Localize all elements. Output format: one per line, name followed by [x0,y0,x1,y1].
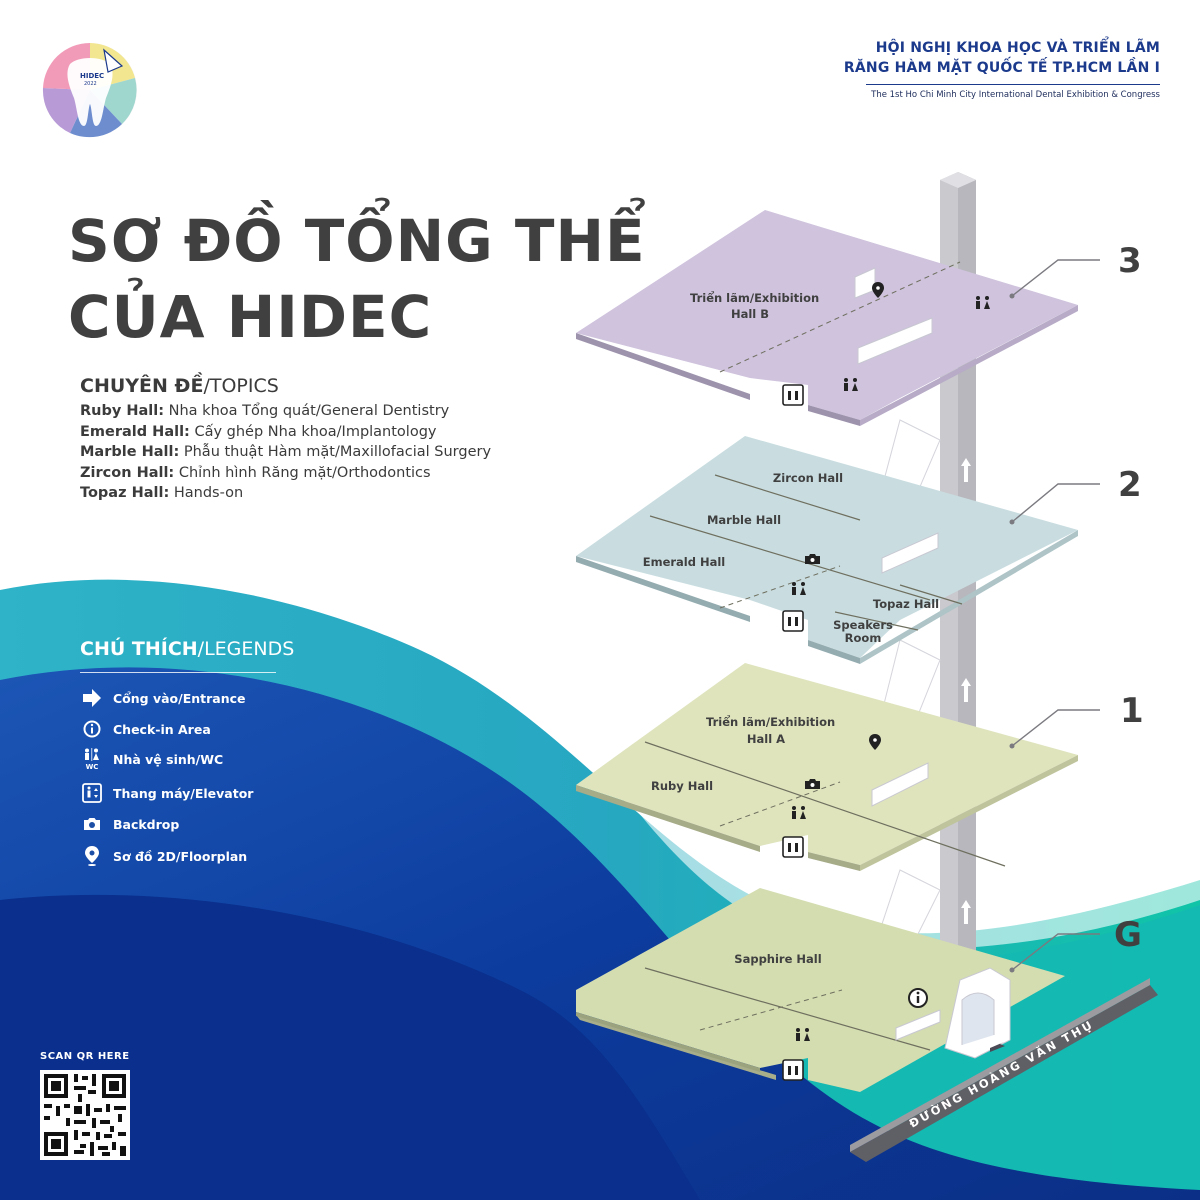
leader-dots [1009,293,1015,973]
floor-3 [576,210,1078,426]
map-pin-icon [869,282,884,750]
elevator-arrows [961,458,971,924]
topic-item: Emerald Hall: Cấy ghép Nha khoa/Implanto… [80,424,437,440]
floor-2 [576,436,1078,664]
qr-code[interactable] [40,1070,130,1160]
legend-label: Check-in Area [113,721,211,737]
legend-label: Nhà vệ sinh/WC [113,751,224,767]
legend-label: Cổng vào/Entrance [113,690,246,706]
hall-label-exhibition-a-line1: Triển lãm/Exhibition [706,715,836,729]
entrance-gate [895,967,1011,1059]
legend-label: Backdrop [113,816,180,832]
page-title-line-2: CỦA HIDEC [68,283,433,351]
page-title-line-1: SƠ ĐỒ TỔNG THỂ [68,207,646,275]
elevator-icon-detail [788,391,798,1075]
info-icon [82,719,102,739]
legend-floorplan: Sơ đồ 2D/Floorplan [82,846,247,866]
hall-label-speakers-line1: Speakers [833,618,893,632]
topic-item: Zircon Hall: Chỉnh hình Răng mặt/Orthodo… [80,465,431,481]
hall-label-speakers-line2: Room [844,631,882,645]
hall-label-sapphire: Sapphire Hall [734,952,822,966]
legends-heading: CHÚ THÍCH/LEGENDS [80,638,294,660]
legend-checkin: Check-in Area [82,719,211,739]
floor-g [576,888,1065,1092]
topic-desc: Phẫu thuật Hàm mặt/Maxillofacial Surgery [183,444,492,460]
level-2-label: 2 [1118,465,1142,505]
topic-hall: Zircon Hall: [80,465,175,481]
logo-text: HIDEC [80,72,105,80]
legends-heading-bold: CHÚ THÍCH [80,638,198,660]
elevator-icon [82,783,102,803]
hall-label-topaz: Topaz Hall [872,597,940,611]
hall-label-zircon: Zircon Hall [772,471,844,485]
legends-heading-rest: /LEGENDS [197,638,295,660]
level-1-label: 1 [1120,691,1144,731]
topic-item: Topaz Hall: Hands-on [80,485,243,501]
legend-label: Thang máy/Elevator [113,785,254,801]
legend-backdrop: Backdrop [82,814,179,834]
topic-item: Marble Hall: Phẫu thuật Hàm mặt/Maxillof… [80,444,491,460]
header-subtitle: The 1st Ho Chi Minh City International D… [871,90,1160,100]
topics-heading: CHUYÊN ĐỀ/TOPICS [80,375,279,397]
road [850,978,1158,1162]
wc-icon-text: WC [86,763,99,770]
legend-entrance: Cổng vào/Entrance [82,688,246,708]
topic-item: Ruby Hall: Nha khoa Tổng quát/General De… [80,403,449,419]
arrow-right-icon [82,688,102,708]
hall-label-exhibition-b-line1: Triển lãm/Exhibition [690,291,820,305]
legend-wc: WC Nhà vệ sinh/WC [82,748,224,770]
hidec-logo [42,42,137,138]
topic-hall: Emerald Hall: [80,424,190,440]
level-leaders [1011,259,1100,971]
topic-desc: Hands-on [173,485,244,501]
level-3-label: 3 [1118,241,1142,281]
info-icon [908,988,928,1008]
floor-1 [576,663,1078,871]
level-g-label: G [1114,915,1142,955]
header-line-1: HỘI NGHỊ KHOA HỌC VÀ TRIỂN LÃM [875,40,1160,56]
hall-label-ruby: Ruby Hall [650,779,714,793]
camera-icon [805,554,820,789]
topics-heading-rest: /TOPICS [203,375,279,397]
hall-label-emerald: Emerald Hall [642,555,726,569]
legends-divider [80,672,276,673]
logo-year: 2022 [84,81,97,87]
wc-icon [792,296,990,1041]
topics-heading-bold: CHUYÊN ĐỀ [80,375,204,397]
topic-hall: Ruby Hall: [80,403,165,419]
map-pin-icon [82,846,102,866]
camera-icon [82,814,102,834]
header-line-2: RĂNG HÀM MẶT QUỐC TẾ TP.HCM LẦN I [843,60,1160,76]
legend-label: Sơ đồ 2D/Floorplan [113,848,248,864]
topic-desc: Nha khoa Tổng quát/General Dentistry [168,403,450,419]
building-diagram: ĐƯỜNG HOÀNG VĂN THỤ [576,172,1158,1162]
legend-elevator: Thang máy/Elevator [82,783,253,803]
header-divider [866,84,1160,85]
topic-desc: Chỉnh hình Răng mặt/Orthodontics [178,465,431,481]
scan-qr-label: SCAN QR HERE [40,1051,130,1062]
topic-hall: Marble Hall: [80,444,180,460]
topic-desc: Cấy ghép Nha khoa/Implantology [194,424,437,440]
hall-label-marble: Marble Hall [706,513,782,527]
topic-hall: Topaz Hall: [80,485,170,501]
wc-icon: WC [82,748,102,770]
hall-label-exhibition-b-line2: Hall B [730,307,770,321]
hall-label-exhibition-a-line2: Hall A [746,732,786,746]
